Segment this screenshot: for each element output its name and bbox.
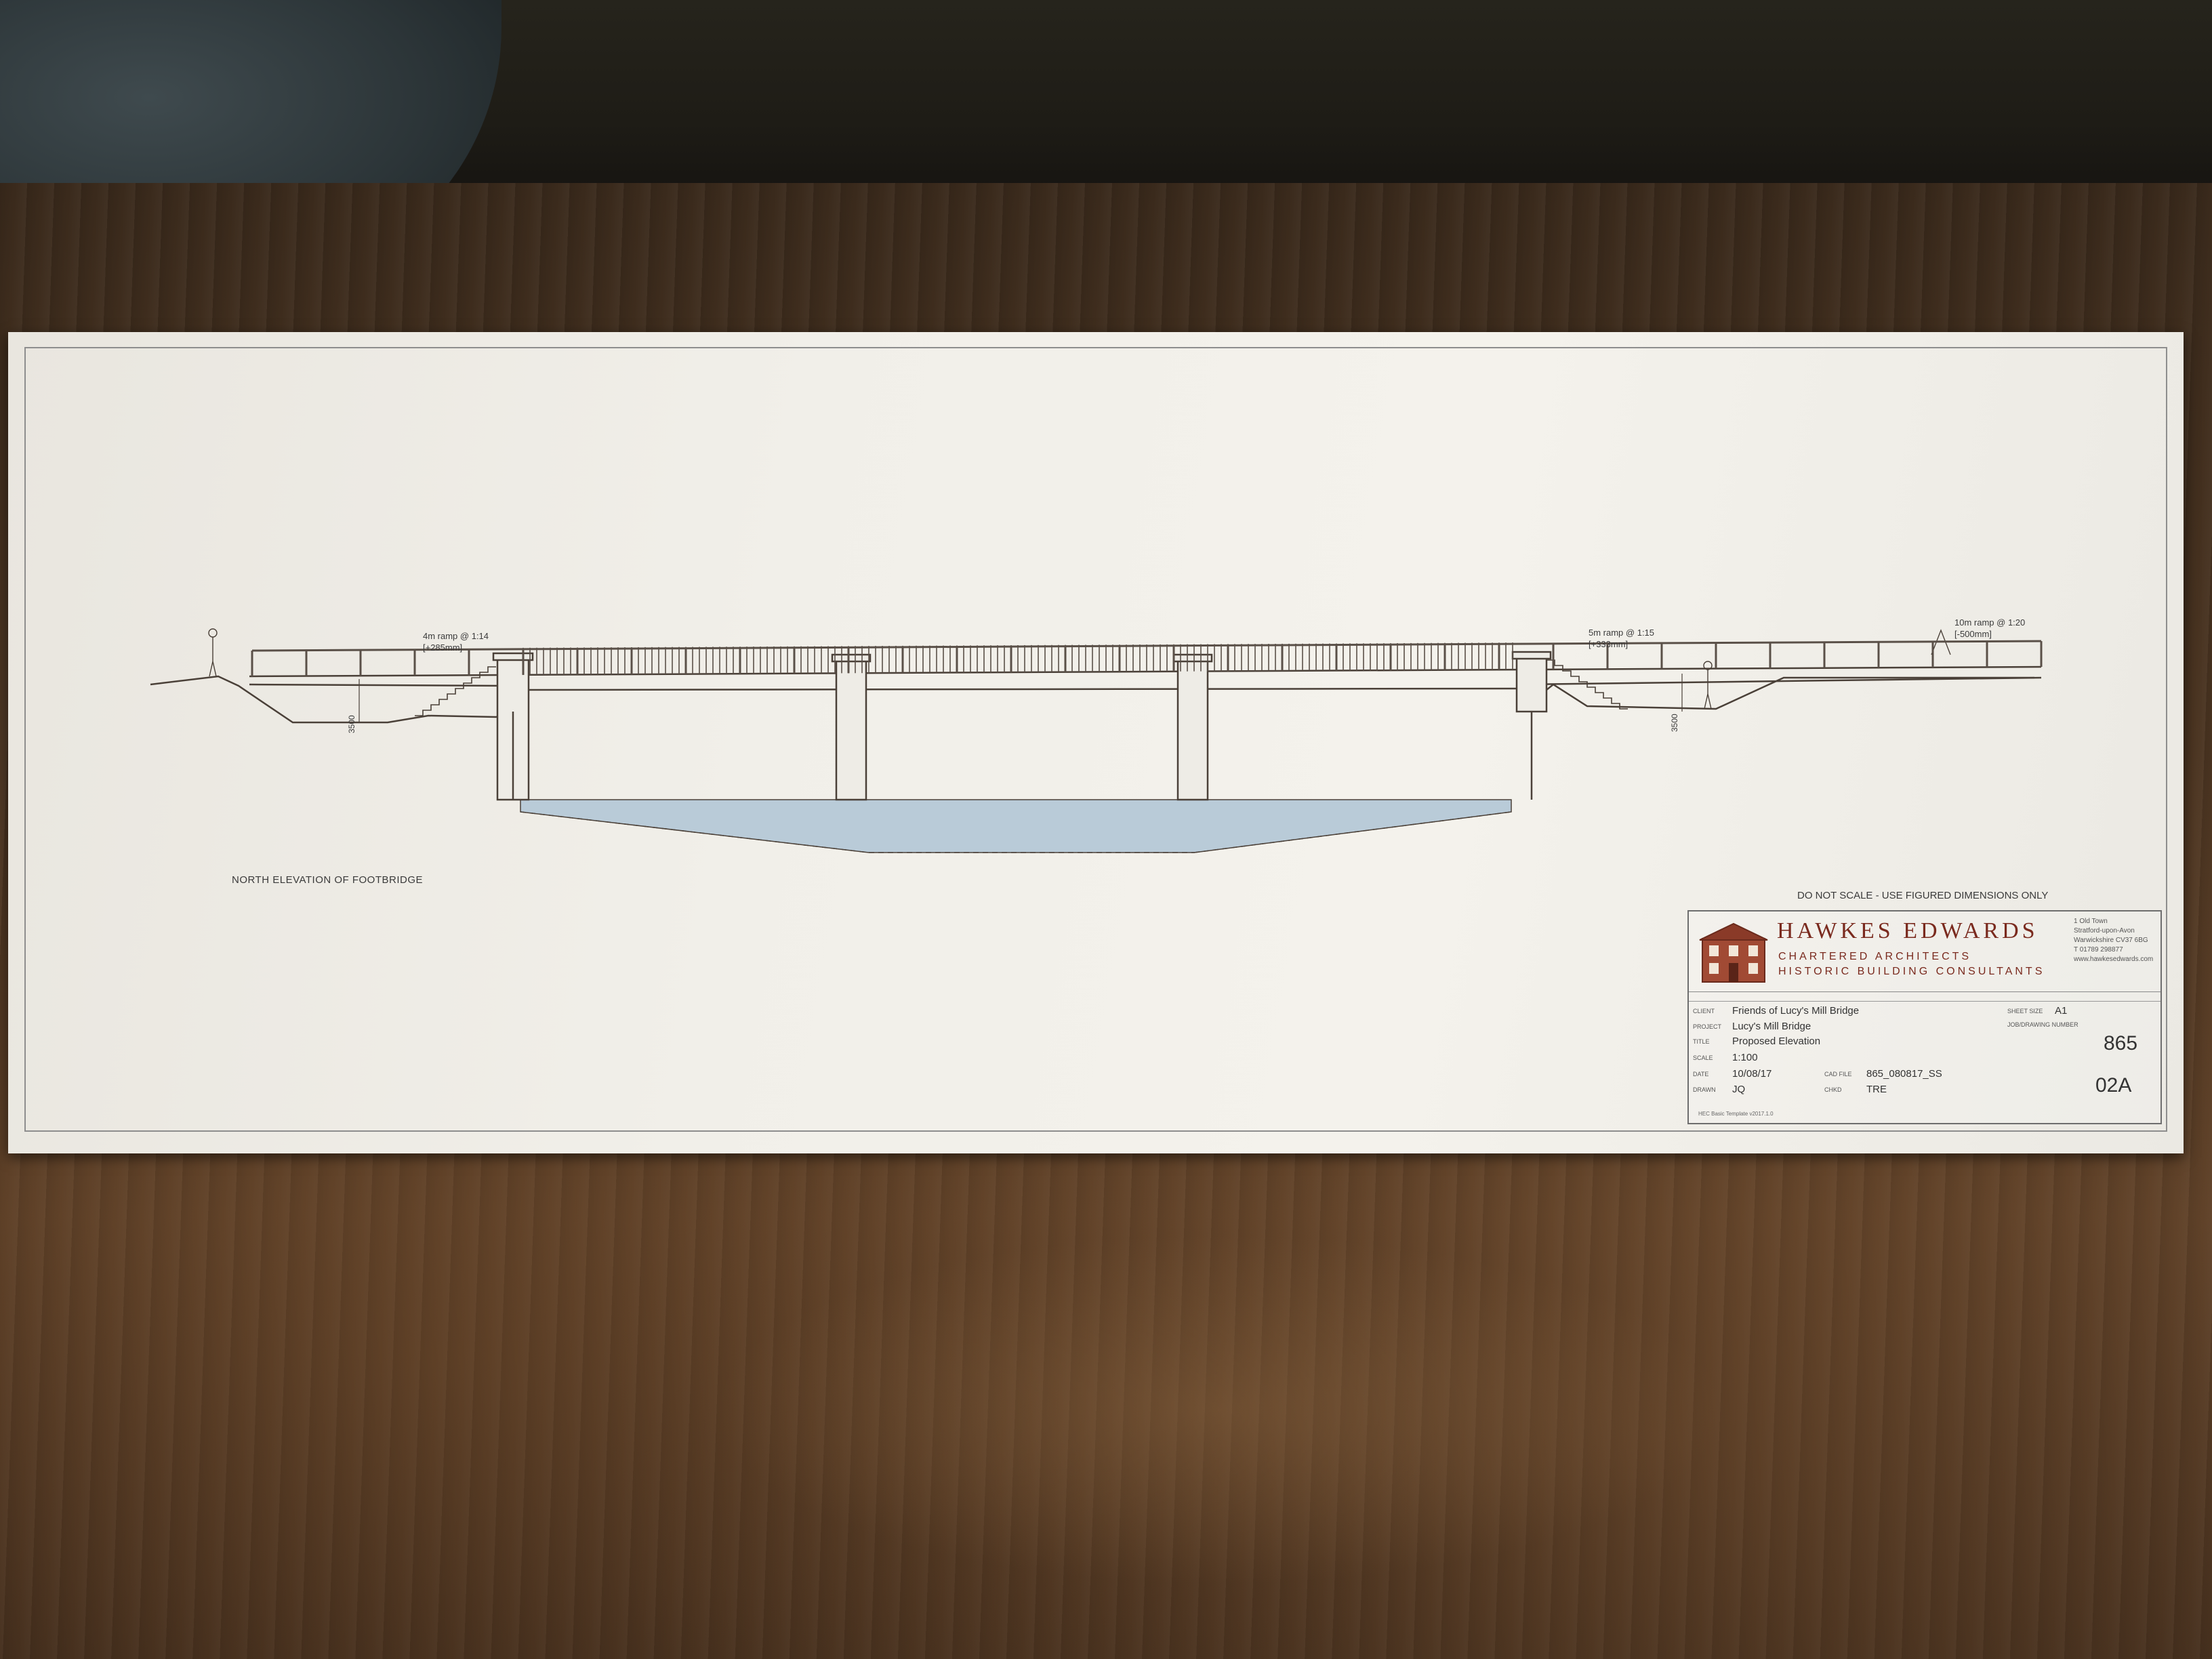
- ramp-right-line2: [+333mm]: [1589, 639, 1629, 649]
- ramp-far-annotation: 10m ramp @ 1:20 [-500mm]: [1954, 617, 2025, 640]
- address-line: www.hawkesedwards.com: [2074, 956, 2154, 963]
- firm-tagline-2: HISTORIC BUILDING CONSULTANTS: [1778, 966, 2045, 977]
- ramp-right-line1: 5m ramp @ 1:15: [1589, 628, 1655, 638]
- job-number-value: 865: [2104, 1032, 2138, 1054]
- drawing-sheet: NORTH ELEVATION OF FOOTBRIDGE 4m ramp @ …: [8, 332, 2184, 1153]
- drawn-value: JQ: [1732, 1084, 1746, 1095]
- firm-address: 1 Old Town Stratford-upon-Avon Warwicksh…: [2074, 917, 2153, 964]
- bridge-structure: [150, 628, 2042, 801]
- elevation-title: NORTH ELEVATION OF FOOTBRIDGE: [232, 874, 424, 886]
- pier-cap: [492, 652, 534, 661]
- address-line: Warwickshire CV37 6BG: [2074, 937, 2148, 944]
- title-block-divider: [1689, 1001, 2160, 1002]
- title-key: TITLE: [1693, 1038, 1710, 1045]
- bridge-railings: [251, 640, 2043, 676]
- deck-left-bottom: [249, 683, 510, 687]
- stair-flight: [415, 666, 496, 716]
- cad-file-key: CAD FILE: [1824, 1071, 1852, 1078]
- bridge-elevation-drawing: [150, 628, 2043, 853]
- river-bed-line: [520, 811, 869, 853]
- title-block: HAWKES EDWARDS CHARTERED ARCHITECTS HIST…: [1687, 910, 2162, 1124]
- scale-figure-leg: [1704, 693, 1708, 710]
- address-line: Stratford-upon-Avon: [2074, 927, 2135, 935]
- checked-value: TRE: [1866, 1084, 1887, 1095]
- drawn-key: DRAWN: [1693, 1086, 1716, 1093]
- pier-cap: [1511, 651, 1552, 660]
- date-value: 10/08/17: [1732, 1068, 1772, 1080]
- deck-top: [249, 665, 2042, 678]
- project-key: PROJECT: [1693, 1023, 1722, 1030]
- dimension-right: 3500: [1670, 714, 1679, 732]
- ground-left: [150, 675, 510, 724]
- drawing-number-value: 02A: [2095, 1074, 2132, 1097]
- scale-figure-head: [208, 628, 218, 638]
- scale-figure-leg: [1707, 693, 1712, 710]
- title-block-brand: HAWKES EDWARDS CHARTERED ARCHITECTS HIST…: [1689, 912, 2160, 992]
- job-number-key: JOB/DRAWING NUMBER: [2007, 1021, 2078, 1028]
- water-body: [520, 799, 1512, 853]
- table-reflection: [712, 1233, 1728, 1586]
- pier-cap: [831, 653, 872, 663]
- address-line: T 01789 298877: [2074, 946, 2123, 954]
- building-logo-icon: [1699, 922, 1768, 983]
- firm-tagline-1: CHARTERED ARCHITECTS: [1778, 951, 1972, 962]
- date-key: DATE: [1693, 1071, 1709, 1078]
- scale-figure-leg: [212, 661, 217, 677]
- ramp-left-line2: [+285mm]: [423, 642, 463, 653]
- pier-cap: [1172, 653, 1213, 663]
- sheet-size-key: SHEET SIZE: [2007, 1008, 2043, 1015]
- client-value: Friends of Lucy's Mill Bridge: [1732, 1005, 1860, 1017]
- title-value: Proposed Elevation: [1732, 1036, 1821, 1047]
- deck-right-bottom: [1525, 676, 2042, 686]
- project-value: Lucy's Mill Bridge: [1732, 1021, 1811, 1032]
- sheet-size-value: A1: [2055, 1005, 2068, 1017]
- scale-note: DO NOT SCALE - USE FIGURED DIMENSIONS ON…: [1797, 890, 2049, 901]
- template-version: HEC Basic Template v2017.1.0: [1698, 1111, 1774, 1117]
- ramp-left-annotation: 4m ramp @ 1:14 [+285mm]: [423, 630, 489, 653]
- client-key: CLIENT: [1693, 1008, 1715, 1015]
- checked-key: CHKD: [1824, 1086, 1842, 1093]
- scale-figure-leg: [209, 661, 213, 677]
- ramp-left-line1: 4m ramp @ 1:14: [423, 631, 489, 641]
- ramp-right-annotation: 5m ramp @ 1:15 [+333mm]: [1589, 627, 1654, 650]
- river-water: [520, 799, 1512, 853]
- level-marker: [1931, 629, 1951, 655]
- bridge-pier: [835, 659, 867, 801]
- cad-file-value: 865_080817_SS: [1866, 1068, 1942, 1080]
- scale-value: 1:100: [1732, 1052, 1758, 1063]
- drawing-border: [24, 347, 2167, 1132]
- handrail: [251, 640, 2042, 652]
- bridge-pier: [1515, 656, 1548, 713]
- ground-right: [1519, 676, 2034, 712]
- ramp-far-line2: [-500mm]: [1954, 629, 1992, 639]
- river-bed-line: [1193, 811, 1512, 853]
- ramp-far-line1: 10m ramp @ 1:20: [1954, 617, 2026, 628]
- scale-key: SCALE: [1693, 1054, 1713, 1061]
- bridge-pier: [1176, 659, 1209, 801]
- deck-bottom: [509, 687, 1527, 691]
- dimension-left: 3500: [347, 715, 356, 733]
- firm-name: HAWKES EDWARDS: [1777, 918, 2039, 943]
- stair-flight: [1547, 659, 1628, 710]
- address-line: 1 Old Town: [2074, 918, 2108, 925]
